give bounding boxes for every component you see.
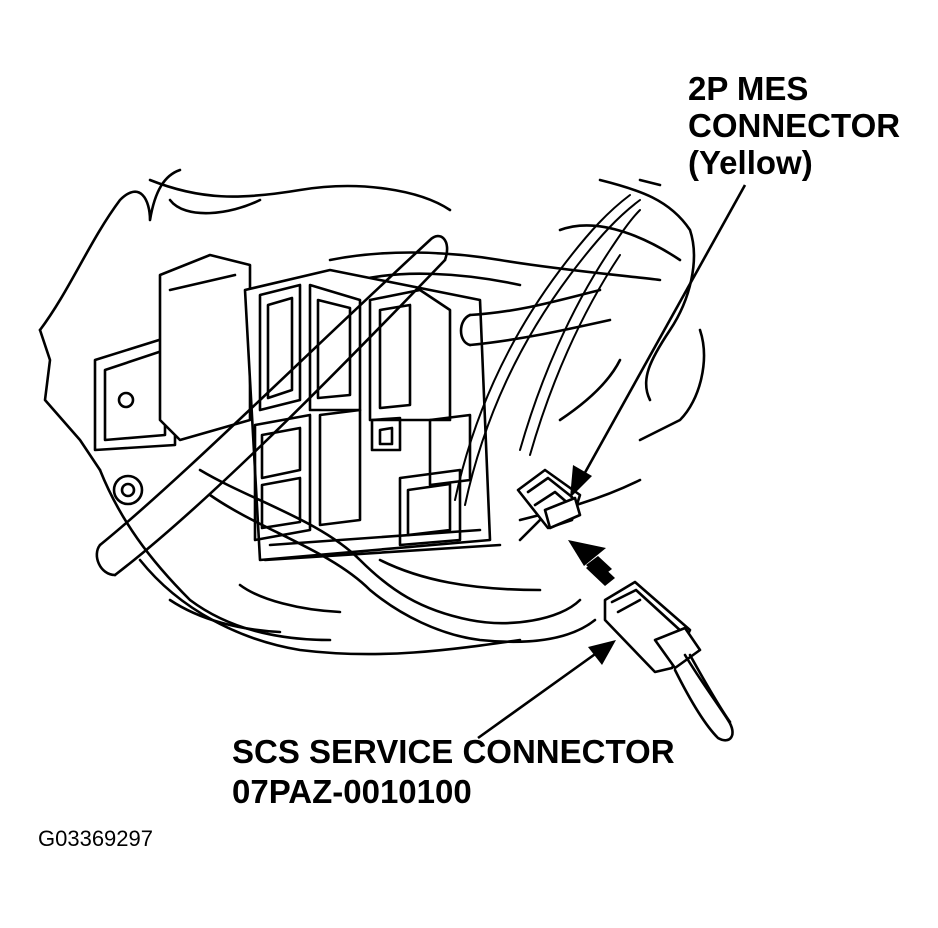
scs-label-line-2: 07PAZ-0010100 xyxy=(232,773,472,810)
insertion-arrow xyxy=(568,540,615,586)
mes-label-line-3: (Yellow) xyxy=(688,144,813,181)
figure-id: G03369297 xyxy=(38,826,153,851)
scs-leader-arrowhead xyxy=(588,640,616,665)
mes-leader-line xyxy=(580,184,747,479)
scs-connector-label: SCS SERVICE CONNECTOR 07PAZ-0010100 xyxy=(232,735,675,815)
mes-label-line-1: 2P MES xyxy=(688,70,809,107)
scs-service-connector xyxy=(603,580,734,742)
leader-lines xyxy=(477,184,747,740)
fuse-box xyxy=(243,268,502,562)
mes-label-line-2: CONNECTOR xyxy=(688,107,901,144)
wire-harness xyxy=(95,194,641,644)
scs-leader-line xyxy=(477,650,599,740)
bracket-block xyxy=(93,253,252,506)
scs-label-line-1: SCS SERVICE CONNECTOR xyxy=(232,733,675,770)
mes-connector xyxy=(516,468,582,530)
mes-connector-label: 2P MES CONNECTOR (Yellow) xyxy=(688,72,900,183)
mes-leader-arrowhead xyxy=(570,465,592,498)
